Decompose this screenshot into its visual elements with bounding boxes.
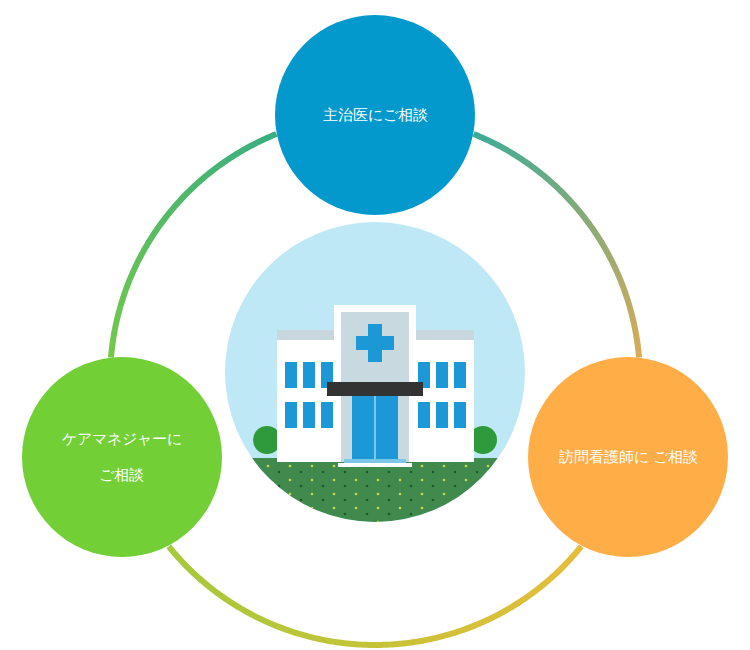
medical-cross bbox=[356, 324, 394, 362]
node-label: 訪問看護師に ご相談 bbox=[559, 439, 699, 475]
step bbox=[338, 463, 412, 467]
node-label: ケアマネジャーに ご相談 bbox=[47, 421, 197, 493]
door-split bbox=[374, 396, 376, 460]
roof bbox=[277, 330, 343, 340]
consult-circle: ケアマネジャーに ご相談 bbox=[22, 357, 222, 557]
roof bbox=[408, 330, 474, 340]
bush bbox=[253, 426, 281, 454]
ring-connector bbox=[474, 134, 639, 358]
entrance-door bbox=[352, 396, 398, 460]
ring-connector bbox=[111, 134, 276, 358]
awning bbox=[327, 382, 423, 396]
node-label: 主治医にご相談 bbox=[323, 97, 428, 133]
ground bbox=[200, 458, 550, 538]
ring-connector bbox=[169, 546, 581, 645]
ground-dots bbox=[200, 464, 550, 534]
consult-circle: 訪問看護師に ご相談 bbox=[528, 357, 728, 557]
consult-circle: 主治医にご相談 bbox=[275, 15, 475, 215]
